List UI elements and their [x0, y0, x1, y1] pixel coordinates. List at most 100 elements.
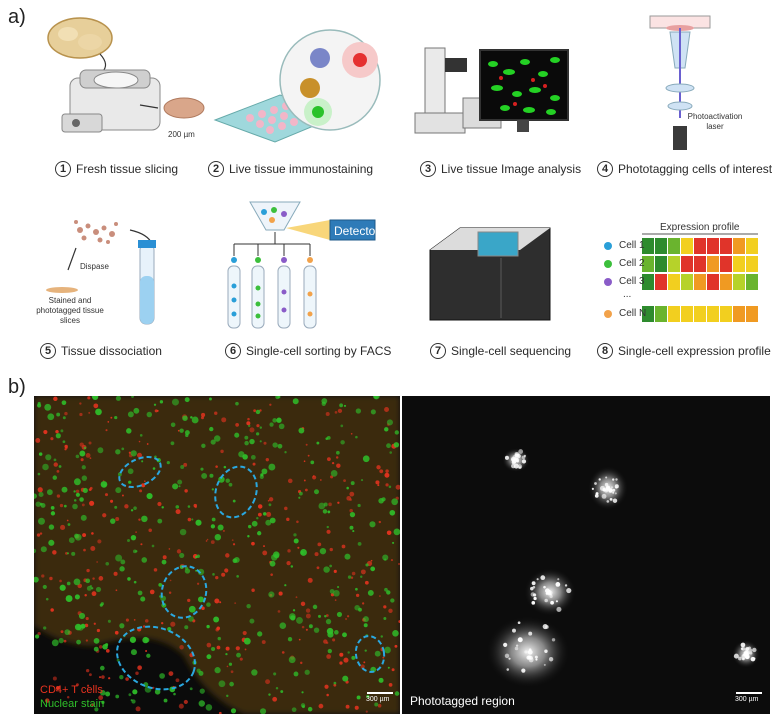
green-speckle [85, 578, 91, 584]
heatmap-cell [746, 274, 758, 290]
green-speckle [52, 475, 58, 480]
red-speckle [55, 429, 59, 434]
red-speckle [363, 661, 366, 664]
red-speckle [88, 673, 92, 677]
heatmap-cell [642, 238, 654, 254]
tagged-cell-speckle [534, 655, 538, 659]
red-speckle [66, 696, 70, 699]
heatmap-cell [720, 274, 732, 290]
green-speckle [161, 506, 164, 509]
red-speckle [266, 511, 272, 517]
green-speckle [159, 400, 164, 404]
green-speckle [247, 535, 250, 538]
green-speckle [42, 584, 47, 590]
red-speckle [45, 698, 50, 703]
tagged-cell-speckle [512, 455, 517, 460]
green-speckle [42, 463, 49, 471]
green-speckle [326, 436, 331, 440]
red-speckle [110, 416, 113, 419]
red-speckle [50, 608, 54, 612]
green-speckle [357, 541, 362, 546]
green-speckle [352, 530, 355, 533]
heatmap-cell [733, 306, 745, 322]
green-speckle [326, 525, 329, 529]
green-speckle [140, 596, 146, 602]
tagged-cell-speckle [543, 585, 546, 589]
green-speckle [263, 512, 267, 516]
green-speckle [251, 669, 258, 676]
green-speckle [34, 634, 40, 639]
red-speckle [316, 566, 320, 570]
red-speckle [179, 645, 184, 650]
red-speckle [339, 661, 343, 665]
green-speckle [179, 528, 187, 536]
green-speckle [82, 487, 88, 494]
green-speckle [81, 465, 86, 470]
green-speckle [198, 700, 205, 707]
green-speckle [342, 675, 349, 682]
green-speckle [350, 481, 355, 486]
red-speckle [307, 577, 313, 583]
green-speckle [201, 443, 206, 448]
heatmap-cell [733, 274, 745, 290]
green-speckle [131, 699, 136, 704]
tagged-cell-speckle [504, 455, 510, 460]
tagged-cell-speckle [523, 454, 527, 457]
green-speckle [209, 473, 214, 478]
green-speckle [154, 455, 157, 459]
green-speckle [206, 654, 212, 660]
red-speckle [89, 486, 93, 490]
green-speckle [128, 693, 132, 697]
red-speckle [379, 469, 384, 474]
red-speckle [88, 441, 92, 445]
red-speckle [187, 598, 191, 603]
green-speckle [67, 523, 71, 526]
tagged-cell-speckle [749, 648, 753, 653]
red-speckle [232, 543, 236, 546]
green-speckle [232, 558, 238, 564]
green-speckle [365, 563, 369, 567]
green-speckle [171, 398, 179, 406]
green-speckle [279, 622, 287, 630]
red-speckle [128, 451, 132, 454]
green-speckle [133, 580, 137, 584]
green-speckle [197, 568, 205, 576]
heatmap-cell [720, 306, 732, 322]
red-speckle [297, 546, 300, 549]
step-number: 5 [40, 343, 56, 359]
green-speckle [185, 433, 189, 438]
green-speckle [228, 662, 233, 666]
green-speckle [213, 435, 221, 442]
green-speckle [325, 618, 332, 625]
red-speckle [80, 458, 84, 462]
red-speckle [391, 668, 395, 672]
green-speckle [173, 692, 176, 696]
green-speckle [210, 439, 216, 445]
green-speckle [92, 396, 99, 401]
step-2: 2 Live tissue immunostaining [208, 161, 373, 177]
heatmap-cell [707, 238, 719, 254]
red-speckle [278, 591, 283, 596]
tagged-cell-speckle [517, 637, 523, 643]
red-speckle [284, 506, 288, 511]
red-speckle [83, 548, 86, 552]
detector-label: Detector [334, 224, 380, 238]
red-speckle [349, 508, 353, 513]
green-speckle [310, 460, 315, 465]
scale-label-right: 300 µm [735, 696, 759, 703]
green-speckle [268, 591, 275, 598]
red-speckle [305, 613, 311, 619]
red-speckle [125, 618, 129, 622]
phototagged-image: Phototagged region 300 µm [402, 396, 770, 714]
red-speckle [183, 462, 188, 467]
red-speckle [139, 489, 143, 493]
green-speckle [244, 435, 249, 440]
green-speckle [126, 428, 132, 434]
red-speckle [265, 457, 269, 462]
red-speckle [326, 457, 331, 462]
red-speckle [305, 608, 311, 613]
green-speckle [384, 427, 389, 432]
tagged-cell-speckle [612, 498, 618, 503]
green-speckle [196, 554, 200, 559]
green-speckle [59, 584, 66, 591]
